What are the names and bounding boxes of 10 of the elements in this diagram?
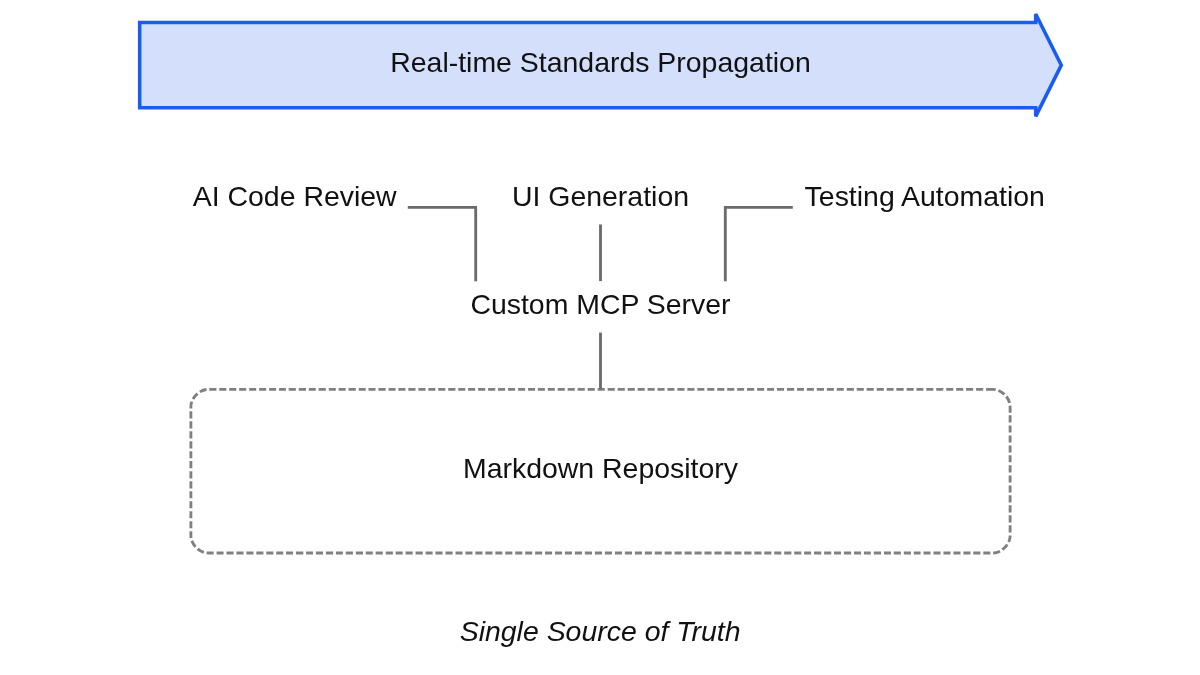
connector [407,205,477,282]
connector [598,224,602,282]
connector [598,332,602,390]
connector [723,205,793,282]
node-text: Testing Automation [804,179,1045,212]
node-text: UI Generation [511,179,689,212]
node-box: Markdown Repository [188,388,1012,555]
node-text: Custom MCP Server [469,288,731,321]
node-text: AI Code Review [192,179,397,212]
node-label: Single Source of Truth [459,615,741,648]
